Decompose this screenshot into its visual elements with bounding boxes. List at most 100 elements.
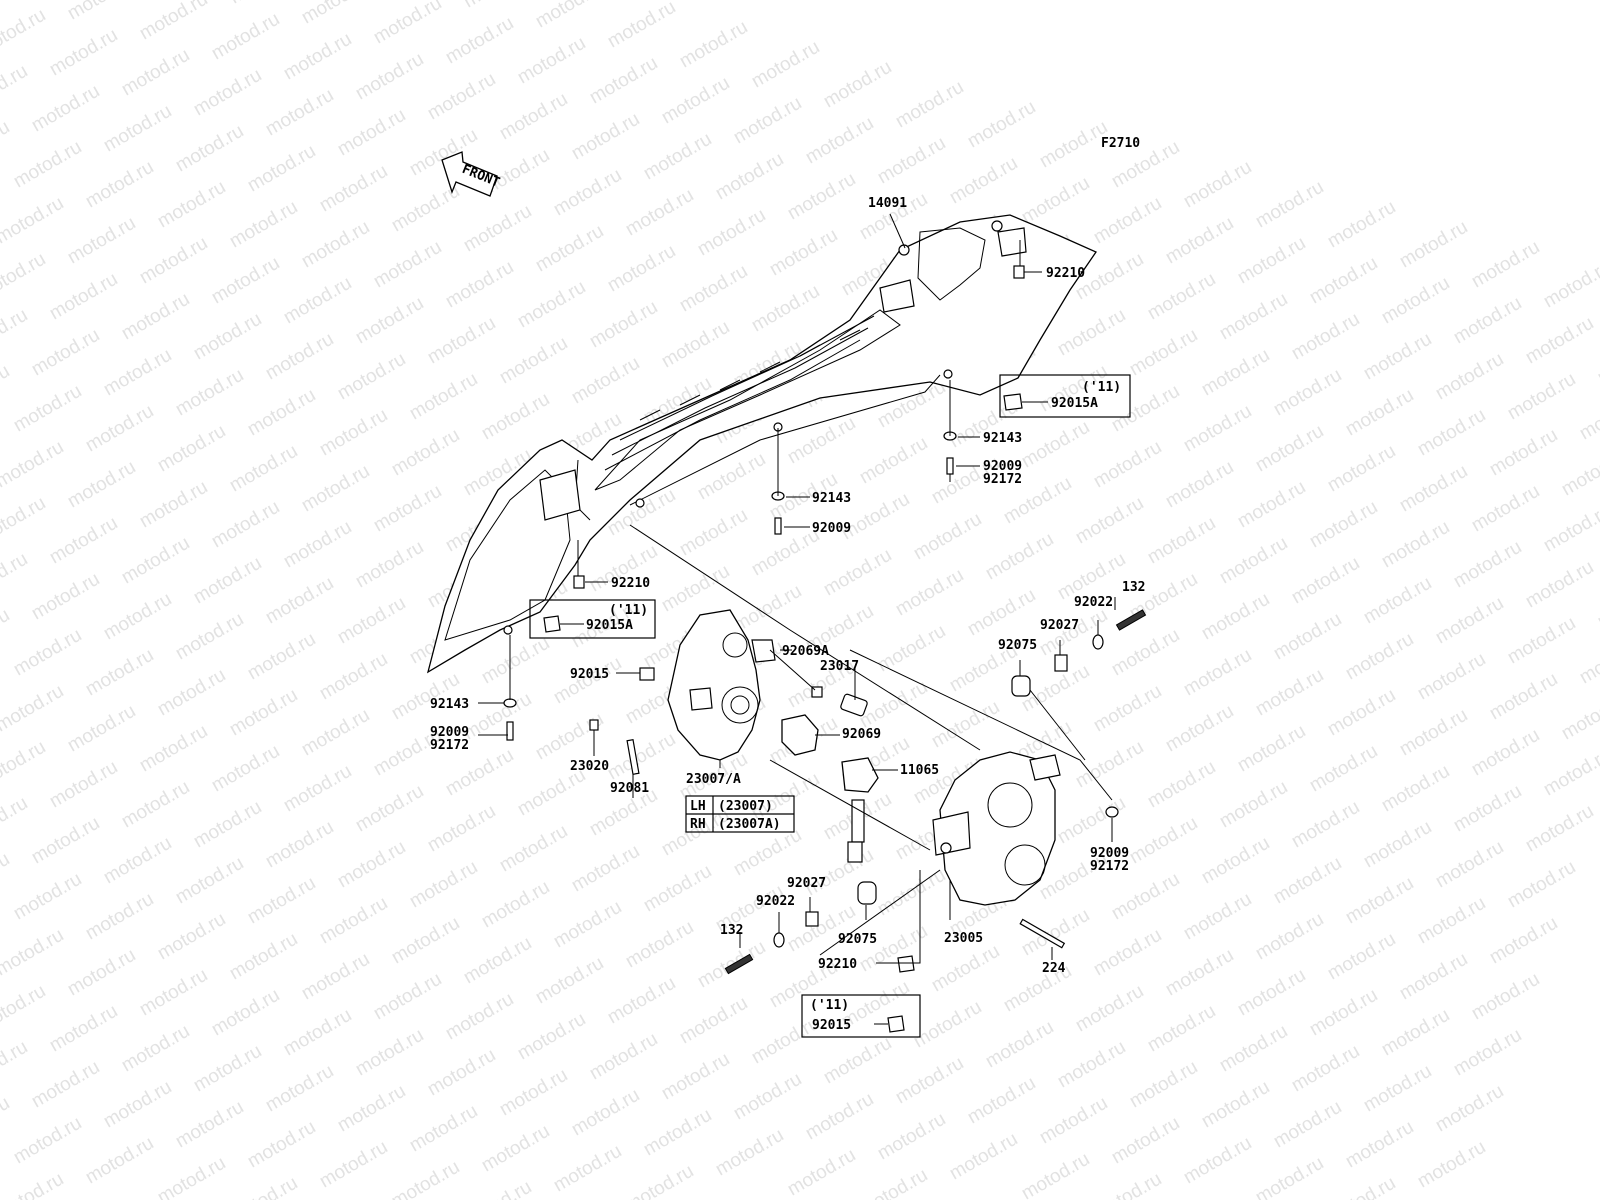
watermark-text: motod.ru: [1414, 405, 1489, 461]
part-label-92022-right: 92022: [1074, 595, 1113, 610]
watermark-text: motod.ru: [1432, 1081, 1507, 1137]
watermark-text: motod.ru: [352, 781, 427, 837]
headlight-shell-23005: [932, 751, 1061, 906]
watermark-text: motod.ru: [1342, 385, 1417, 441]
watermark-text: motod.ru: [10, 137, 85, 193]
watermark-text: motod.ru: [316, 405, 391, 461]
watermark-text: motod.ru: [280, 1005, 355, 1061]
part-label-92081: 92081: [610, 781, 649, 796]
watermark-text: motod.ru: [784, 413, 859, 469]
watermark-text: motod.ru: [118, 533, 193, 589]
watermark-text: motod.ru: [442, 989, 517, 1045]
watermark-text: motod.ru: [1090, 193, 1165, 249]
upper-fairing-cover: [426, 214, 1097, 674]
watermark-text: motod.ru: [1540, 501, 1600, 557]
watermark-text: motod.ru: [46, 757, 121, 813]
watermark-text: motod.ru: [874, 865, 949, 921]
part-label-92015-center: 92015: [570, 667, 609, 682]
part-label-92172-right: 92172: [983, 472, 1022, 487]
watermark-text: motod.ru: [1144, 1001, 1219, 1057]
watermark-text: motod.ru: [748, 37, 823, 93]
watermark-text: motod.ru: [604, 241, 679, 297]
table-part-lh: (23007): [718, 799, 773, 814]
watermark-text: motod.ru: [334, 349, 409, 405]
part-label-92009-left: 92009: [430, 725, 469, 740]
watermark-text: motod.ru: [316, 893, 391, 949]
watermark-text: motod.ru: [0, 605, 13, 661]
watermark-text: motod.ru: [226, 197, 301, 253]
watermark-text: motod.ru: [0, 1037, 31, 1093]
watermark-text: motod.ru: [604, 973, 679, 1029]
watermark-text: motod.ru: [118, 289, 193, 345]
watermark-text: motod.ru: [1252, 177, 1327, 233]
watermark-text: motod.ru: [82, 401, 157, 457]
watermark-text: motod.ru: [496, 89, 571, 145]
watermark-text: motod.ru: [1288, 797, 1363, 853]
watermark-text: motod.ru: [136, 0, 211, 44]
watermark-text: motod.ru: [1180, 157, 1255, 213]
watermark-text: motod.ru: [1396, 217, 1471, 273]
watermark-text: motod.ru: [100, 589, 175, 645]
watermark-text: motod.ru: [28, 813, 103, 869]
watermark-text: motod.ru: [100, 833, 175, 889]
watermark-text: motod.ru: [1234, 721, 1309, 777]
watermark-text: motod.ru: [1270, 609, 1345, 665]
watermark-text: motod.ru: [280, 517, 355, 573]
watermark-text: motod.ru: [82, 157, 157, 213]
watermark-text: motod.ru: [0, 793, 31, 849]
part-label-92075-bottom: 92075: [838, 932, 877, 947]
watermark-text: motod.ru: [226, 685, 301, 741]
watermark-text: motod.ru: [658, 317, 733, 373]
watermark-text: motod.ru: [550, 165, 625, 221]
watermark-text: motod.ru: [172, 1097, 247, 1153]
watermark-text: motod.ru: [1054, 793, 1129, 849]
watermark-text: motod.ru: [676, 993, 751, 1049]
watermark-text: motod.ru: [658, 73, 733, 129]
watermark-text: motod.ru: [820, 57, 895, 113]
watermark-text: motod.ru: [1432, 349, 1507, 405]
watermark-text: motod.ru: [1288, 1041, 1363, 1097]
watermark-text: motod.ru: [496, 821, 571, 877]
table-side-lh: LH: [690, 799, 706, 814]
watermark-text: motod.ru: [856, 433, 931, 489]
watermark-text: motod.ru: [10, 869, 85, 925]
watermark-text: motod.ru: [0, 437, 67, 493]
watermark-text: motod.ru: [208, 497, 283, 553]
watermark-text: motod.ru: [424, 1045, 499, 1101]
watermark-text: motod.ru: [280, 273, 355, 329]
watermark-text: motod.ru: [226, 929, 301, 985]
front-arrow-icon: FRONT: [441, 151, 502, 197]
watermark-text: motod.ru: [1468, 237, 1543, 293]
headlight-housing-23007: [667, 609, 776, 761]
watermark-text: motod.ru: [1216, 1021, 1291, 1077]
watermark-text: motod.ru: [1306, 985, 1381, 1041]
watermark-text: motod.ru: [460, 1177, 535, 1200]
watermark-text: motod.ru: [0, 0, 67, 4]
part-label-224: 224: [1042, 961, 1066, 976]
watermark-text: motod.ru: [82, 645, 157, 701]
watermark-text: motod.ru: [388, 425, 463, 481]
watermark-text: motod.ru: [1198, 833, 1273, 889]
watermark-text: motod.ru: [1360, 573, 1435, 629]
watermark-text: motod.ru: [100, 101, 175, 157]
watermark-text: motod.ru: [1270, 1097, 1345, 1153]
part-label-92022-bottom: 92022: [756, 894, 795, 909]
watermark-text: motod.ru: [64, 457, 139, 513]
watermark-text: motod.ru: [1036, 1093, 1111, 1149]
watermark-text: motod.ru: [964, 585, 1039, 641]
watermark-text: motod.ru: [1252, 665, 1327, 721]
watermark-text: motod.ru: [1594, 577, 1600, 633]
watermark-text: motod.ru: [442, 13, 517, 69]
watermark-text: motod.ru: [244, 1117, 319, 1173]
watermark-text: motod.ru: [46, 513, 121, 569]
watermark-text: motod.ru: [1090, 437, 1165, 493]
watermark-text: motod.ru: [640, 1105, 715, 1161]
watermark-text: motod.ru: [244, 873, 319, 929]
watermark-text: motod.ru: [442, 257, 517, 313]
table-side-rh: RH: [690, 817, 706, 832]
watermark-text: motod.ru: [1468, 725, 1543, 781]
part-label-23017: 23017: [820, 659, 859, 674]
watermark-text: motod.ru: [262, 573, 337, 629]
part-label-92143-center: 92143: [812, 491, 851, 506]
watermark-text: motod.ru: [982, 1017, 1057, 1073]
